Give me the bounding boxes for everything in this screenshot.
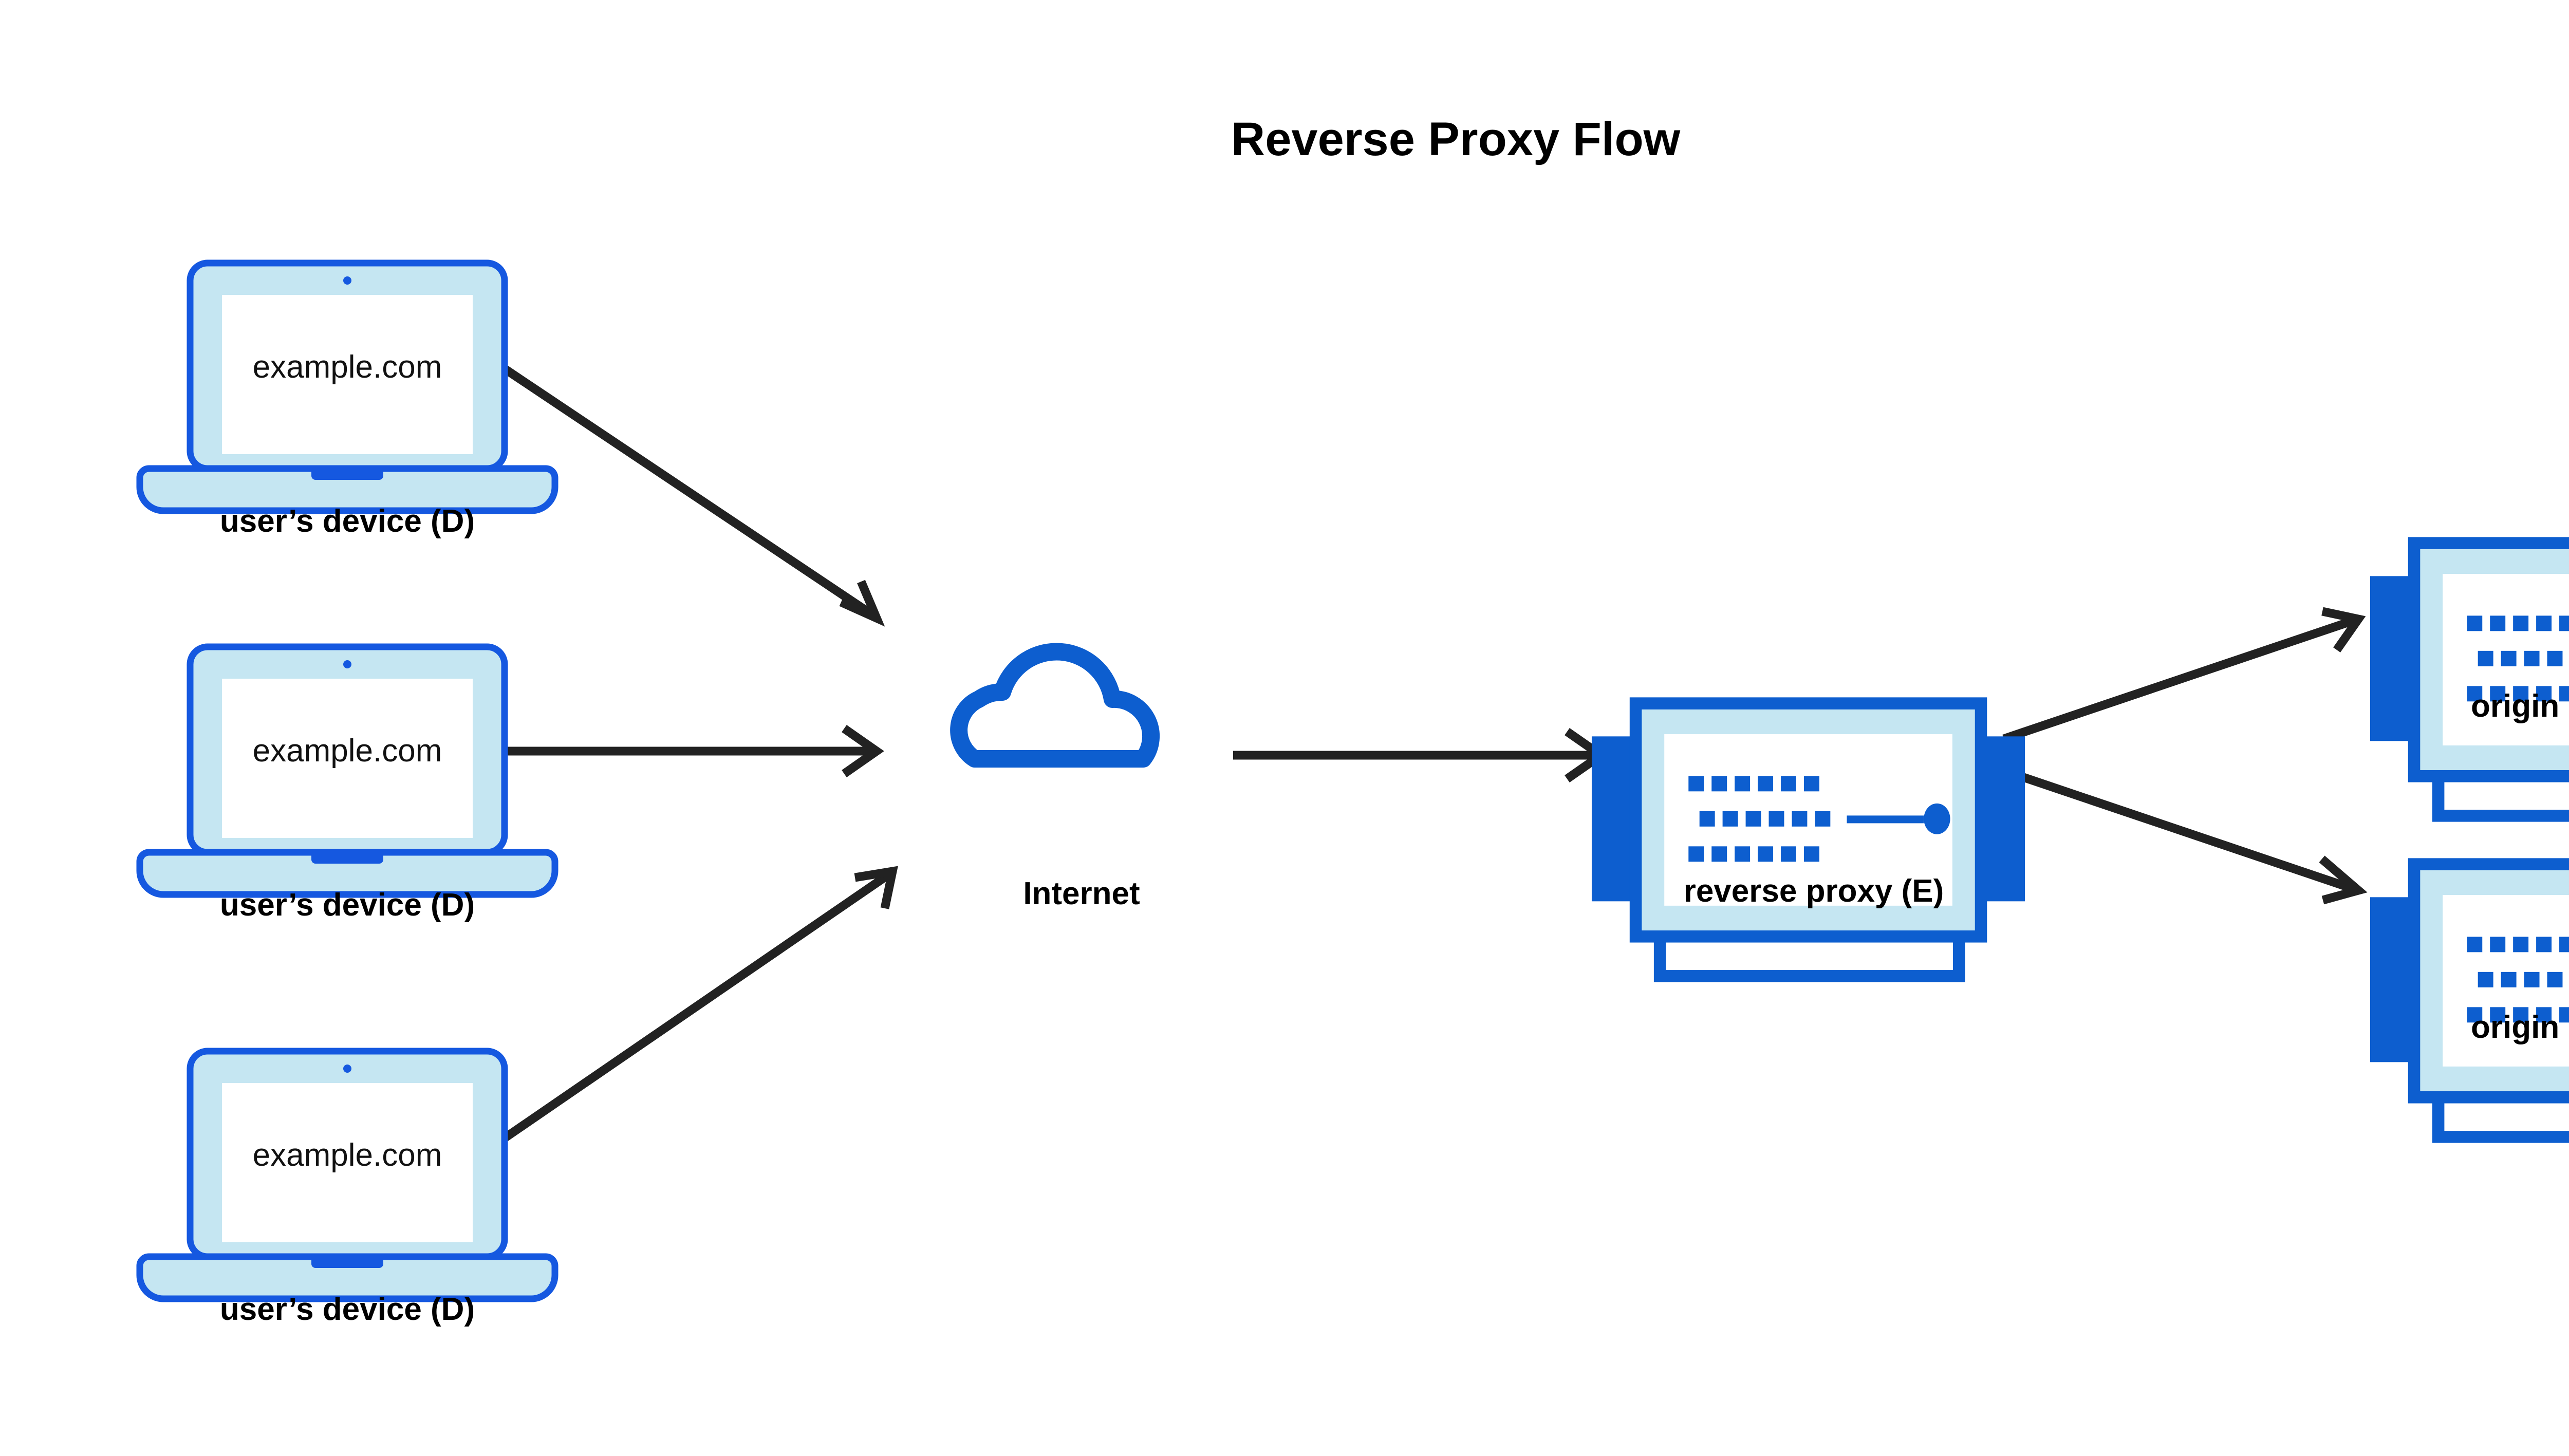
device-screen-url: example.com bbox=[253, 733, 442, 769]
node-reverse-proxy[interactable]: reverse proxy (E) bbox=[1592, 703, 2025, 976]
origin-label: origin server (F) bbox=[2471, 1010, 2569, 1045]
page-title: Reverse Proxy Flow bbox=[1231, 113, 1681, 165]
device-screen-url: example.com bbox=[253, 349, 442, 385]
server-icon bbox=[2370, 543, 2569, 816]
node-users-device-middle[interactable]: example.com user’s device (D) bbox=[140, 647, 555, 923]
laptop-icon bbox=[140, 263, 555, 511]
server-icon bbox=[1592, 703, 2025, 976]
device-label: user’s device (D) bbox=[220, 503, 475, 539]
arrow-device-bottom-to-cloud bbox=[500, 866, 898, 1144]
arrow-cloud-to-proxy bbox=[1233, 728, 1609, 782]
node-internet-cloud[interactable]: Internet bbox=[959, 651, 1151, 911]
cloud-icon bbox=[959, 651, 1151, 759]
arrow-proxy-to-origin-top bbox=[2002, 607, 2366, 743]
node-users-device-top[interactable]: example.com user’s device (D) bbox=[140, 263, 555, 539]
laptop-icon bbox=[140, 1051, 555, 1299]
arrow-device-middle-to-cloud bbox=[501, 725, 884, 777]
edge-layer bbox=[500, 363, 2368, 1144]
proxy-label: reverse proxy (E) bbox=[1684, 873, 1944, 909]
node-origin-server-top[interactable]: origin server (F) bbox=[2370, 543, 2569, 816]
server-icon bbox=[2370, 864, 2569, 1137]
arrow-device-top-to-cloud bbox=[500, 363, 885, 627]
device-label: user’s device (D) bbox=[220, 1292, 475, 1327]
node-origin-server-bottom[interactable]: origin server (F) bbox=[2370, 864, 2569, 1137]
cloud-label: Internet bbox=[1023, 876, 1140, 911]
origin-label: origin server (F) bbox=[2471, 688, 2569, 724]
device-label: user’s device (D) bbox=[220, 887, 475, 923]
device-screen-url: example.com bbox=[253, 1137, 442, 1173]
arrow-proxy-to-origin-bottom bbox=[2002, 766, 2368, 905]
node-users-device-bottom[interactable]: example.com user’s device (D) bbox=[140, 1051, 555, 1327]
laptop-icon bbox=[140, 647, 555, 894]
